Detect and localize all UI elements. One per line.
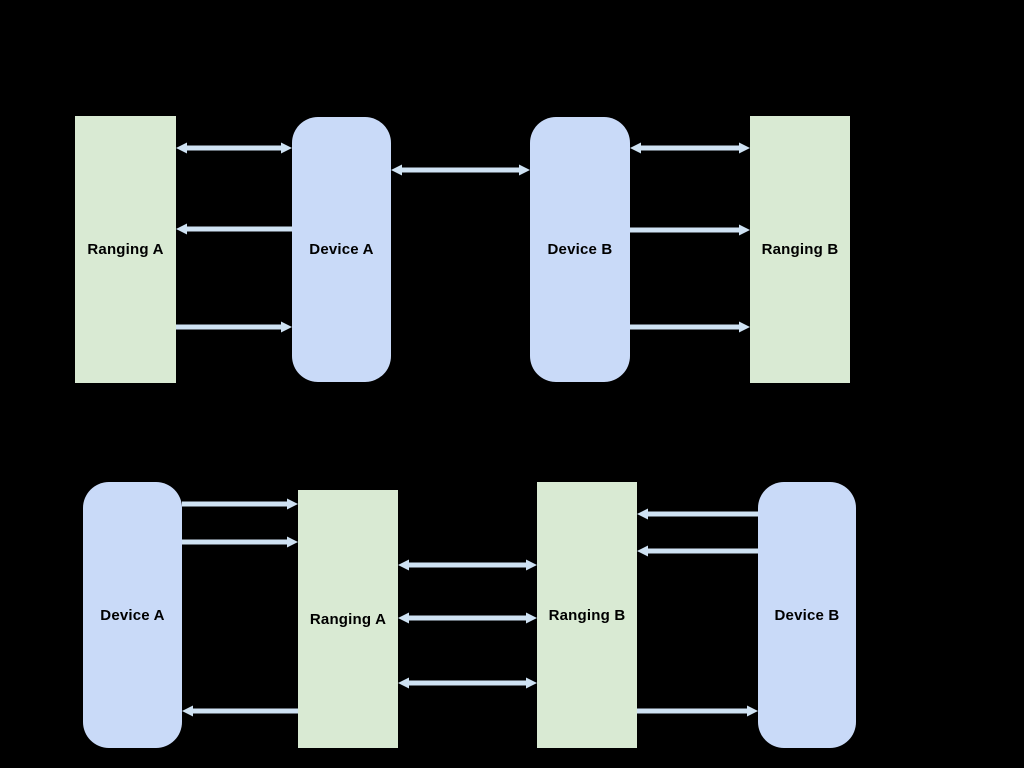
- device-b-top-box: Device B: [530, 117, 630, 382]
- arrow-device-a-top-to-ranging-a-top: [176, 223, 292, 235]
- device-b-top-label: Device B: [547, 241, 613, 258]
- arrow-device-b-top-to-ranging-b-top: [630, 224, 750, 236]
- arrow-ranging-a-bottom-to-ranging-b-bottom: [398, 612, 537, 624]
- ranging-b-top-label: Ranging B: [761, 241, 839, 258]
- arrow-device-a-top-to-device-b-top: [391, 164, 530, 176]
- arrow-ranging-b-bottom-to-device-b-bottom: [637, 705, 758, 717]
- arrow-device-b-bottom-to-ranging-b-bottom: [637, 508, 758, 520]
- ranging-a-bottom-box: Ranging A: [298, 490, 398, 748]
- device-a-top-label: Device A: [309, 241, 374, 258]
- device-a-bottom-label: Device A: [100, 606, 165, 624]
- device-b-bottom-label: Device B: [774, 606, 840, 624]
- device-a-bottom-box: Device A: [83, 482, 182, 748]
- arrow-ranging-a-top-to-device-a-top: [176, 321, 292, 333]
- ranging-a-bottom-label: Ranging A: [309, 610, 387, 628]
- arrow-ranging-a-bottom-to-device-a-bottom: [182, 705, 298, 717]
- device-b-bottom-box: Device B: [758, 482, 856, 748]
- arrow-device-b-top-to-ranging-b-top: [630, 321, 750, 333]
- ranging-a-top-box: Ranging A: [75, 116, 176, 383]
- arrow-device-a-bottom-to-ranging-a-bottom: [182, 498, 298, 510]
- ranging-b-top-box: Ranging B: [750, 116, 850, 383]
- arrow-device-a-top-to-ranging-a-top: [176, 142, 292, 154]
- arrow-ranging-a-bottom-to-ranging-b-bottom: [398, 677, 537, 689]
- arrow-device-b-top-to-ranging-b-top: [630, 142, 750, 154]
- arrow-device-b-bottom-to-ranging-b-bottom: [637, 545, 758, 557]
- ranging-b-bottom-label: Ranging B: [548, 606, 626, 624]
- arrow-ranging-a-bottom-to-ranging-b-bottom: [398, 559, 537, 571]
- arrow-device-a-bottom-to-ranging-a-bottom: [182, 536, 298, 548]
- ranging-b-bottom-box: Ranging B: [537, 482, 637, 748]
- device-a-top-box: Device A: [292, 117, 391, 382]
- ranging-a-top-label: Ranging A: [87, 241, 164, 258]
